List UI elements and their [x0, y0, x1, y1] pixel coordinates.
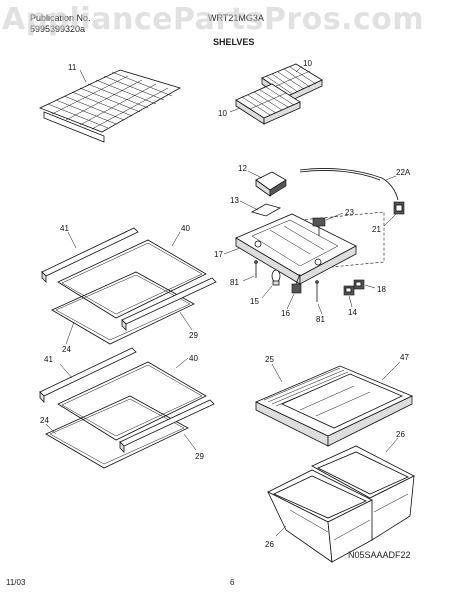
shelf-frame-24-lower[interactable] [45, 395, 189, 469]
publication-number: 5995399320a [30, 24, 86, 34]
socket-16[interactable] [291, 273, 302, 294]
callout-26-right: 26 [396, 430, 405, 439]
footer-page-number: 6 [230, 578, 235, 587]
switch-18[interactable] [353, 279, 365, 290]
diagram-code: N05SAAADF22 [348, 550, 411, 560]
callout-41-upper: 41 [60, 224, 69, 233]
connector-21[interactable] [393, 201, 405, 215]
shelf-trim-29-upper[interactable] [121, 277, 217, 331]
callout-16: 16 [281, 309, 290, 318]
callout-81-left: 81 [230, 278, 239, 287]
shelf-trim-29-lower[interactable] [119, 399, 215, 453]
callout-14: 14 [348, 308, 357, 317]
callout-25: 25 [265, 355, 274, 364]
screw-81-left[interactable] [254, 260, 258, 279]
callout-29-upper: 29 [189, 331, 198, 340]
callout-26-left: 26 [265, 540, 274, 549]
callout-24-upper: 24 [62, 345, 71, 354]
light-cover-12[interactable] [255, 171, 287, 197]
wire-harness-22a[interactable] [299, 168, 399, 201]
control-housing-17[interactable] [235, 213, 357, 285]
callout-81-right: 81 [316, 315, 325, 324]
callout-17: 17 [214, 250, 223, 259]
ice-tray-lower[interactable] [235, 83, 301, 125]
callout-23: 23 [345, 208, 354, 217]
glass-shelf-40-lower[interactable] [57, 361, 207, 441]
section-title: SHELVES [213, 37, 255, 47]
callout-18: 18 [377, 285, 386, 294]
callout-13: 13 [230, 196, 239, 205]
shelf-trim-41-upper[interactable] [41, 227, 139, 283]
crisper-glass-47[interactable] [281, 373, 403, 429]
crisper-drawer-26-left[interactable] [267, 469, 373, 563]
callout-10-upper: 10 [303, 59, 312, 68]
wire-shelf[interactable] [38, 69, 182, 143]
switch-14[interactable] [343, 285, 355, 296]
callout-21: 21 [372, 225, 381, 234]
shelf-trim-41-lower[interactable] [39, 347, 137, 403]
publication-label: Publication No. [30, 13, 91, 23]
callout-15: 15 [250, 297, 259, 306]
lamp-15[interactable] [271, 269, 281, 286]
screw-81-right[interactable] [315, 280, 319, 303]
callout-41-lower: 41 [44, 355, 53, 364]
callout-11: 11 [68, 63, 77, 72]
callout-29-lower: 29 [195, 452, 204, 461]
callout-22a: 22A [396, 168, 411, 177]
watermark: AppliancePartsPros.com [2, 2, 425, 37]
thermostat-23[interactable] [312, 217, 326, 236]
shelf-frame-24-upper[interactable] [51, 271, 195, 345]
callout-40-upper: 40 [181, 224, 190, 233]
callout-10-lower: 10 [218, 109, 227, 118]
callout-24-lower: 24 [40, 416, 49, 425]
glass-shelf-40-upper[interactable] [57, 239, 207, 319]
footer-date: 11/03 [6, 578, 26, 587]
callout-40-lower: 40 [189, 354, 198, 363]
model-number: WRT21MG3A [208, 13, 264, 23]
callout-47: 47 [400, 353, 409, 362]
damper-13[interactable] [250, 203, 282, 217]
callout-12: 12 [238, 164, 247, 173]
